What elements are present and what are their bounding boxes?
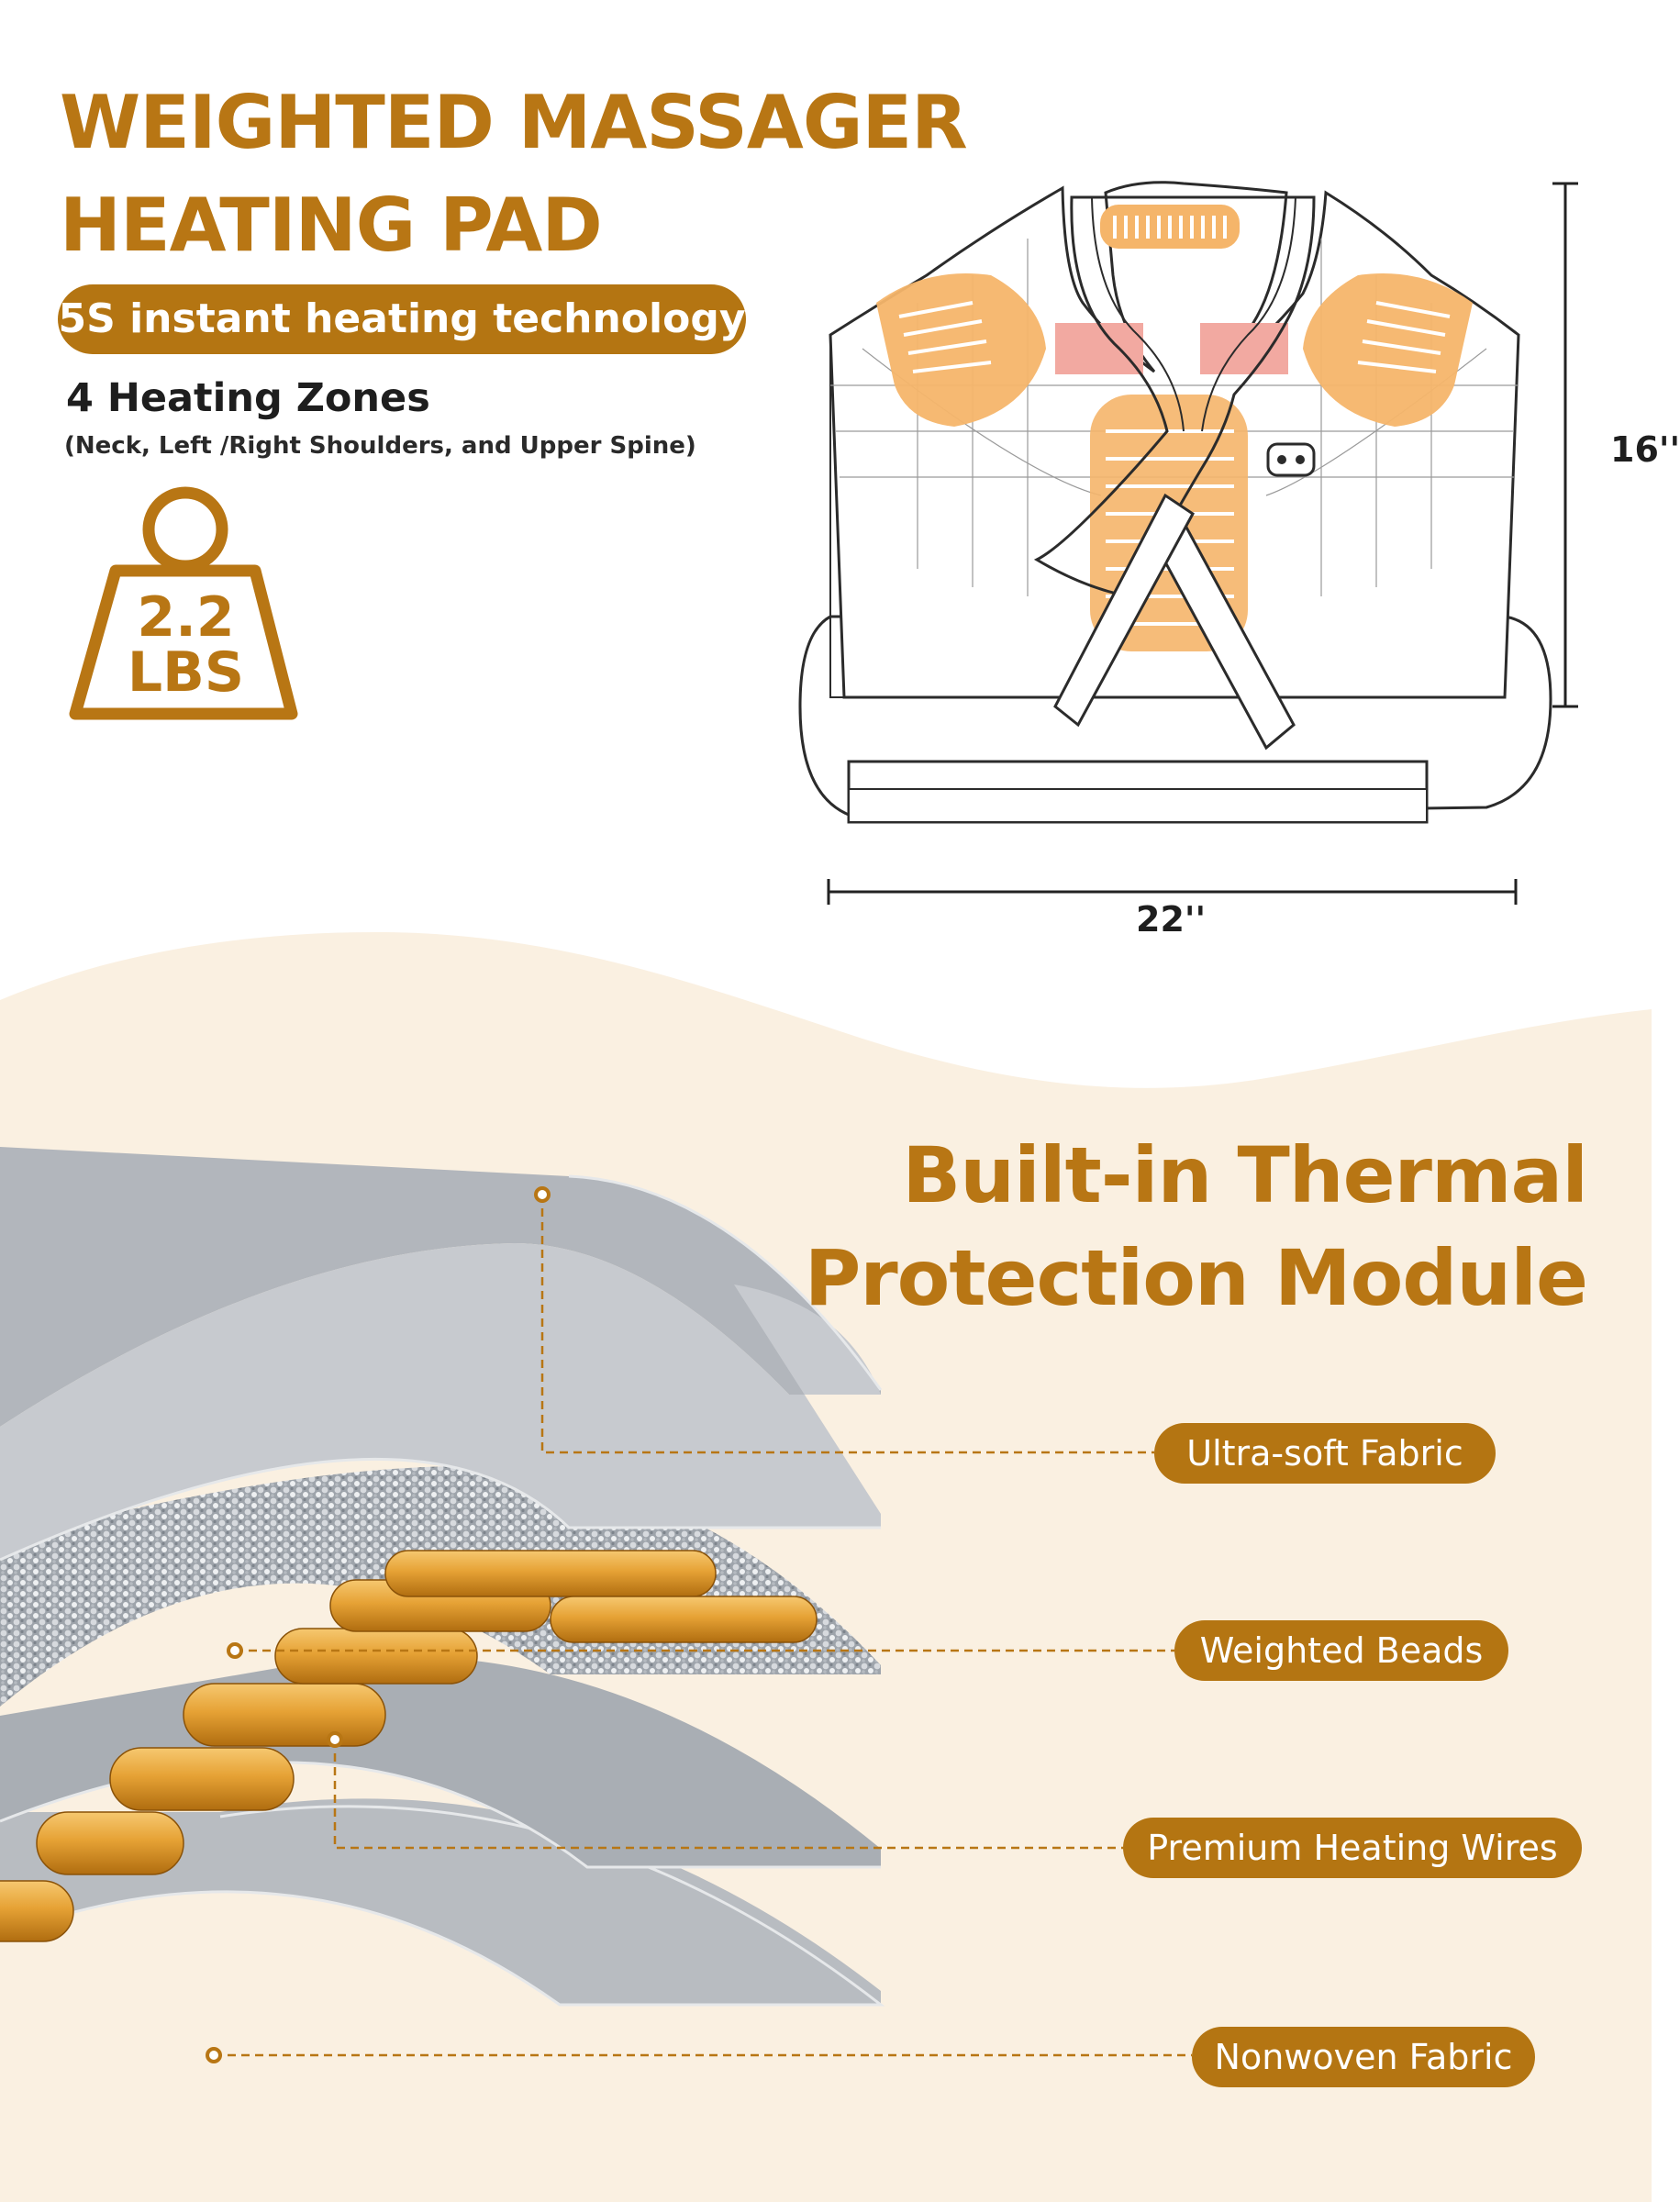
instant-heating-badge: 5S instant heating technology: [58, 284, 746, 354]
collar-outline: [1033, 195, 1316, 598]
heating-zones-title: 4 Heating Zones: [66, 375, 430, 421]
weight-value: 2.2: [137, 585, 235, 650]
width-dimension-line: [827, 879, 1518, 905]
crossing-straps: [1053, 493, 1296, 751]
nonwoven-fabric-layer: [0, 1798, 881, 2005]
heating-zones-subtitle: (Neck, Left /Right Shoulders, and Upper …: [64, 432, 696, 460]
title-line-2: HEATING PAD: [60, 183, 603, 268]
fabric-layers-illustration: [0, 1147, 885, 2007]
title-line-1: WEIGHTED MASSAGER: [60, 80, 968, 165]
layer-label-premium-heating-wires: Premium Heating Wires: [1123, 1818, 1582, 1878]
weight-unit: LBS: [127, 640, 245, 705]
product-title: WEIGHTED MASSAGER HEATING PAD: [60, 72, 968, 277]
thermal-line-2: Protection Module: [804, 1233, 1588, 1323]
layer-label-weighted-beads: Weighted Beads: [1174, 1620, 1508, 1681]
heating-wires: [0, 1550, 818, 1942]
layer-label-nonwoven-fabric: Nonwoven Fabric: [1192, 2027, 1535, 2087]
controller-icon: [1266, 442, 1316, 477]
right-vibration-zone: [1200, 323, 1288, 374]
width-dimension-label: 22'': [1136, 899, 1207, 940]
height-dimension-line: [1552, 182, 1578, 708]
thermal-line-1: Built-in Thermal: [902, 1130, 1588, 1220]
height-dimension-label: 16'': [1610, 429, 1680, 470]
ultra-soft-fabric-layer: [0, 1147, 881, 1427]
product-diagram: [798, 181, 1552, 824]
layer-label-ultra-soft-fabric: Ultra-soft Fabric: [1154, 1423, 1496, 1484]
left-vibration-zone: [1055, 323, 1143, 374]
weight-icon: [69, 486, 298, 720]
leader-dots: [206, 1186, 551, 2063]
leader-lines: [214, 1195, 1192, 2057]
thermal-protection-heading: Built-in Thermal Protection Module: [804, 1124, 1588, 1329]
